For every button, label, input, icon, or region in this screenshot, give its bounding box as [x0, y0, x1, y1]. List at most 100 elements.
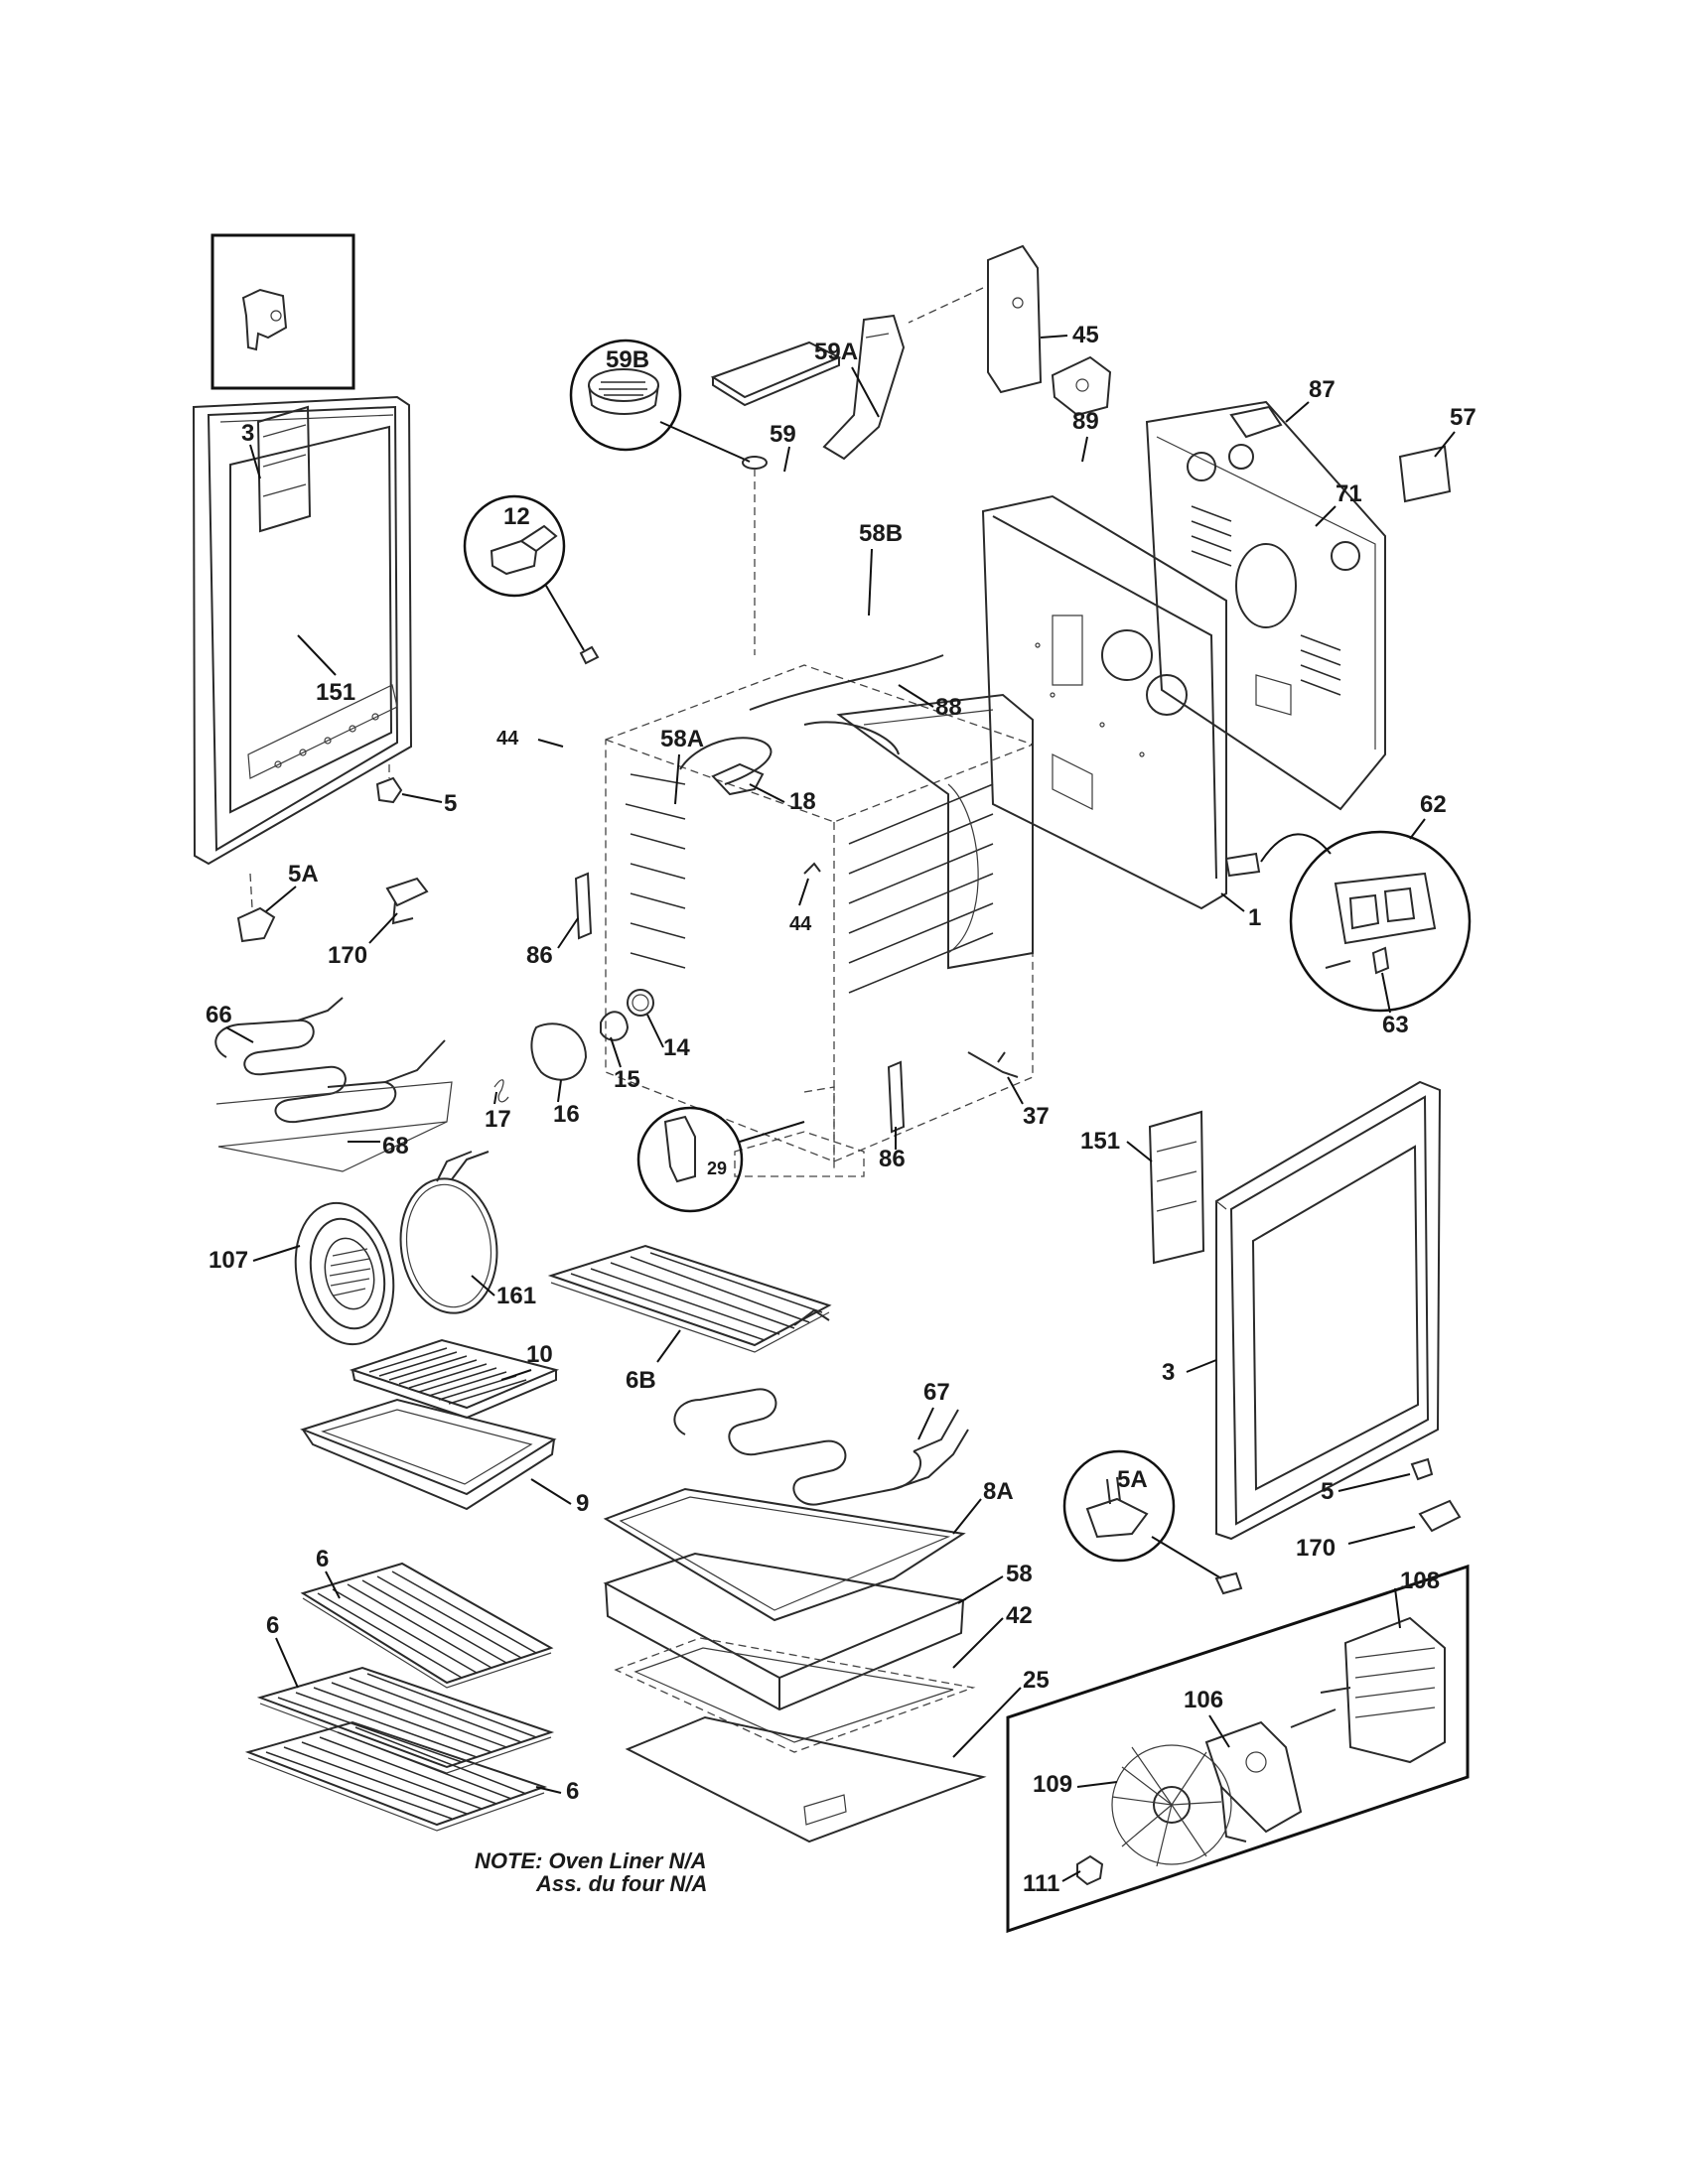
- label-42: 42: [1006, 1602, 1033, 1629]
- oven-light-assembly: [493, 989, 654, 1103]
- light-socket: [579, 645, 600, 665]
- convection-fan-assembly-box: [1006, 1564, 1470, 1934]
- oven-frame: [981, 494, 1227, 910]
- hinge-pin-right: [1410, 1457, 1434, 1481]
- vent-cable: [749, 654, 944, 711]
- label-5a-right: 5A: [1117, 1466, 1148, 1493]
- label-6-middle: 6: [266, 1612, 279, 1639]
- bottom-cover-25: [625, 1715, 987, 1843]
- label-15: 15: [614, 1066, 640, 1093]
- label-170-right: 170: [1296, 1535, 1336, 1562]
- sensor-37: [967, 1051, 1019, 1078]
- label-58: 58: [1006, 1561, 1033, 1587]
- label-57: 57: [1450, 404, 1477, 431]
- label-89: 89: [1072, 408, 1099, 435]
- terminal-block-62-inset: [1224, 830, 1472, 1013]
- label-9: 9: [576, 1490, 589, 1517]
- label-63: 63: [1382, 1012, 1409, 1038]
- screw-44-right: [803, 862, 821, 875]
- label-62: 62: [1420, 791, 1447, 818]
- label-14: 14: [663, 1034, 690, 1061]
- terminal-block-29-inset: [636, 1106, 805, 1213]
- label-68: 68: [382, 1133, 409, 1160]
- label-108: 108: [1400, 1568, 1440, 1594]
- fan-motor: [1290, 1616, 1446, 1764]
- label-66: 66: [206, 1002, 232, 1028]
- plate-87: [1229, 405, 1283, 439]
- part-21-inset: [211, 233, 355, 390]
- vent-duct-59a: [822, 314, 906, 461]
- hinge-5a-right-inset: [1062, 1449, 1243, 1595]
- oven-bottom-panel: [603, 1487, 966, 1622]
- label-87: 87: [1309, 376, 1336, 403]
- bracket-89: [1051, 355, 1112, 417]
- label-17: 17: [485, 1106, 511, 1133]
- broiler-pan: [300, 1398, 557, 1511]
- label-3-left-door: 3: [241, 420, 254, 447]
- cavity-insulation-58b: [836, 693, 1034, 970]
- hinge-receiver-right: [1418, 1499, 1462, 1533]
- bake-element: [673, 1388, 969, 1506]
- label-5-left: 5: [444, 790, 457, 817]
- fan-nut: [1076, 1854, 1104, 1886]
- label-1: 1: [1248, 904, 1261, 931]
- label-106: 106: [1184, 1687, 1223, 1713]
- hinge-left: [236, 764, 429, 943]
- convection-fan-cover: [294, 1201, 395, 1346]
- vent-trim-45: [908, 244, 1043, 394]
- label-45: 45: [1072, 322, 1099, 348]
- label-161: 161: [496, 1283, 536, 1309]
- convection-element: [399, 1151, 498, 1314]
- label-8a: 8A: [983, 1478, 1014, 1505]
- label-12: 12: [503, 503, 530, 530]
- broil-element: [214, 997, 453, 1172]
- label-59a: 59A: [814, 339, 858, 365]
- rack-support-left: [574, 872, 593, 940]
- label-58a: 58A: [660, 726, 704, 752]
- label-107: 107: [209, 1247, 248, 1274]
- label-37: 37: [1023, 1103, 1050, 1130]
- back-panel: [1145, 400, 1386, 811]
- rack-support-right: [887, 1060, 906, 1134]
- label-18: 18: [789, 788, 816, 815]
- hinge-plate-151-right: [1148, 1110, 1205, 1265]
- label-6-bottom: 6: [566, 1778, 579, 1805]
- right-side-panel: [1215, 1080, 1442, 1541]
- note-line-1: NOTE: Oven Liner N/A: [475, 1848, 706, 1873]
- oven-rack-bottom: [244, 1720, 548, 1832]
- label-86-right: 86: [879, 1146, 906, 1172]
- label-67: 67: [923, 1379, 950, 1406]
- label-58b: 58B: [859, 520, 903, 547]
- label-59b: 59B: [606, 346, 649, 373]
- label-88: 88: [935, 694, 962, 721]
- oven-rack-middle: [256, 1666, 555, 1774]
- label-44-right: 44: [789, 913, 812, 935]
- left-door-panel: [192, 395, 413, 866]
- label-5a-left: 5A: [288, 861, 319, 887]
- label-10: 10: [526, 1341, 553, 1368]
- label-59: 59: [770, 421, 796, 448]
- label-86-left: 86: [526, 942, 553, 969]
- motor-mount-bracket: [1204, 1720, 1303, 1843]
- label-3-right: 3: [1162, 1359, 1175, 1386]
- door-hinge-plate: [256, 405, 312, 533]
- vent-cap-59b: [569, 339, 768, 655]
- label-111: 111: [1023, 1870, 1059, 1897]
- oven-rack-top: [300, 1562, 554, 1689]
- label-151-right: 151: [1080, 1128, 1120, 1155]
- label-6-top: 6: [316, 1546, 329, 1572]
- door-latch: [711, 762, 765, 796]
- light-socket-inset: [463, 494, 585, 651]
- label-109: 109: [1033, 1771, 1072, 1798]
- label-44-left: 44: [496, 728, 519, 750]
- label-25: 25: [1023, 1667, 1050, 1694]
- label-16: 16: [553, 1101, 580, 1128]
- note-line-2: Ass. du four N/A: [535, 1871, 707, 1896]
- bottom-tray-42: [614, 1637, 976, 1753]
- fan-blade: [1111, 1744, 1232, 1867]
- oven-cavity: [605, 664, 1034, 1177]
- vent-duct-59: [710, 341, 842, 407]
- insulation-58: [603, 1552, 967, 1711]
- oven-rack-6b: [547, 1244, 832, 1353]
